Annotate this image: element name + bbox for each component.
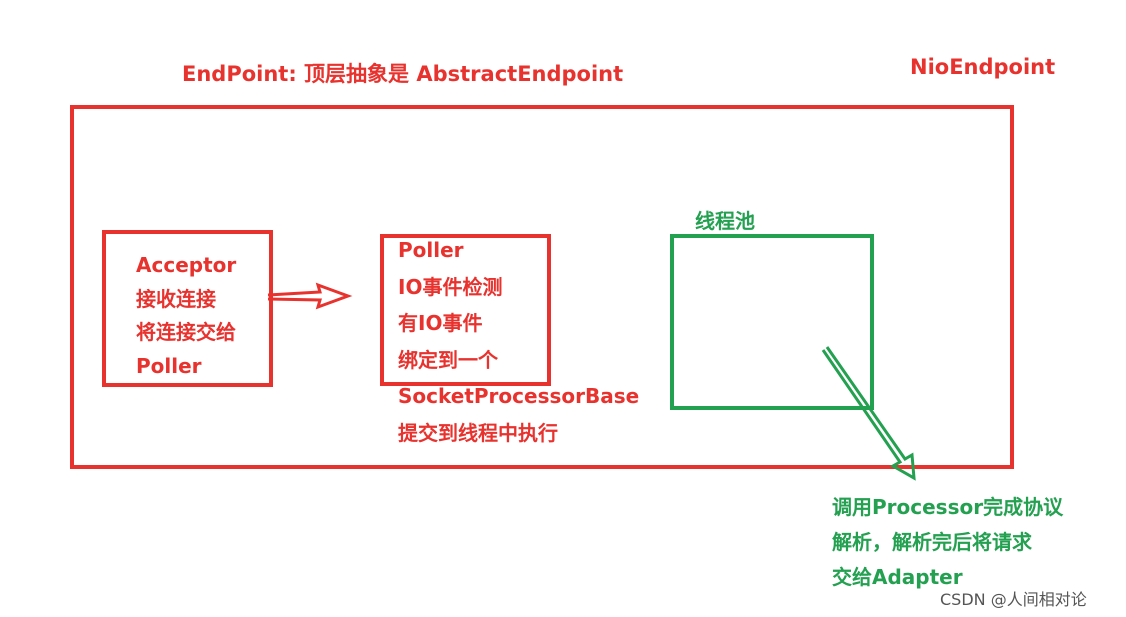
endpoint-title: EndPoint: 顶层抽象是 AbstractEndpoint [182,62,624,86]
poller-text: Poller IO事件检测 有IO事件 绑定到一个 SocketProcesso… [398,232,639,451]
thread-pool-label: 线程池 [695,209,755,233]
acceptor-box [102,230,273,387]
acceptor-line: 接收连接 [136,286,216,311]
poller-box [380,234,551,386]
note-line: 交给Adapter [832,565,963,589]
hollow-arrow-right-icon [267,282,353,310]
acceptor-line: 将连接交给 [136,320,236,344]
endpoint-container [70,105,1014,469]
poller-line: 绑定到一个 [398,347,498,372]
poller-line: SocketProcessorBase [398,384,640,408]
hollow-arrow-down-right-icon [821,346,916,481]
note-line: 调用Processor完成协议 [832,495,1064,519]
nioendpoint-title: NioEndpoint [910,55,1056,79]
note-line: 解析，解析完后将请求 [832,530,1032,554]
poller-line: Poller [398,238,464,262]
acceptor-line: Acceptor [136,253,237,277]
poller-line: 有IO事件 [398,311,483,335]
acceptor-text: Acceptor 接收连接 将连接交给 Poller [136,249,236,383]
thread-pool-box [670,234,874,410]
processor-note: 调用Processor完成协议 解析，解析完后将请求 交给Adapter [832,490,1063,595]
poller-line: IO事件检测 [398,274,503,299]
acceptor-line: Poller [136,353,202,378]
poller-line: 提交到线程中执行 [398,420,558,445]
csdn-watermark: CSDN @人间相对论 [940,590,1087,609]
